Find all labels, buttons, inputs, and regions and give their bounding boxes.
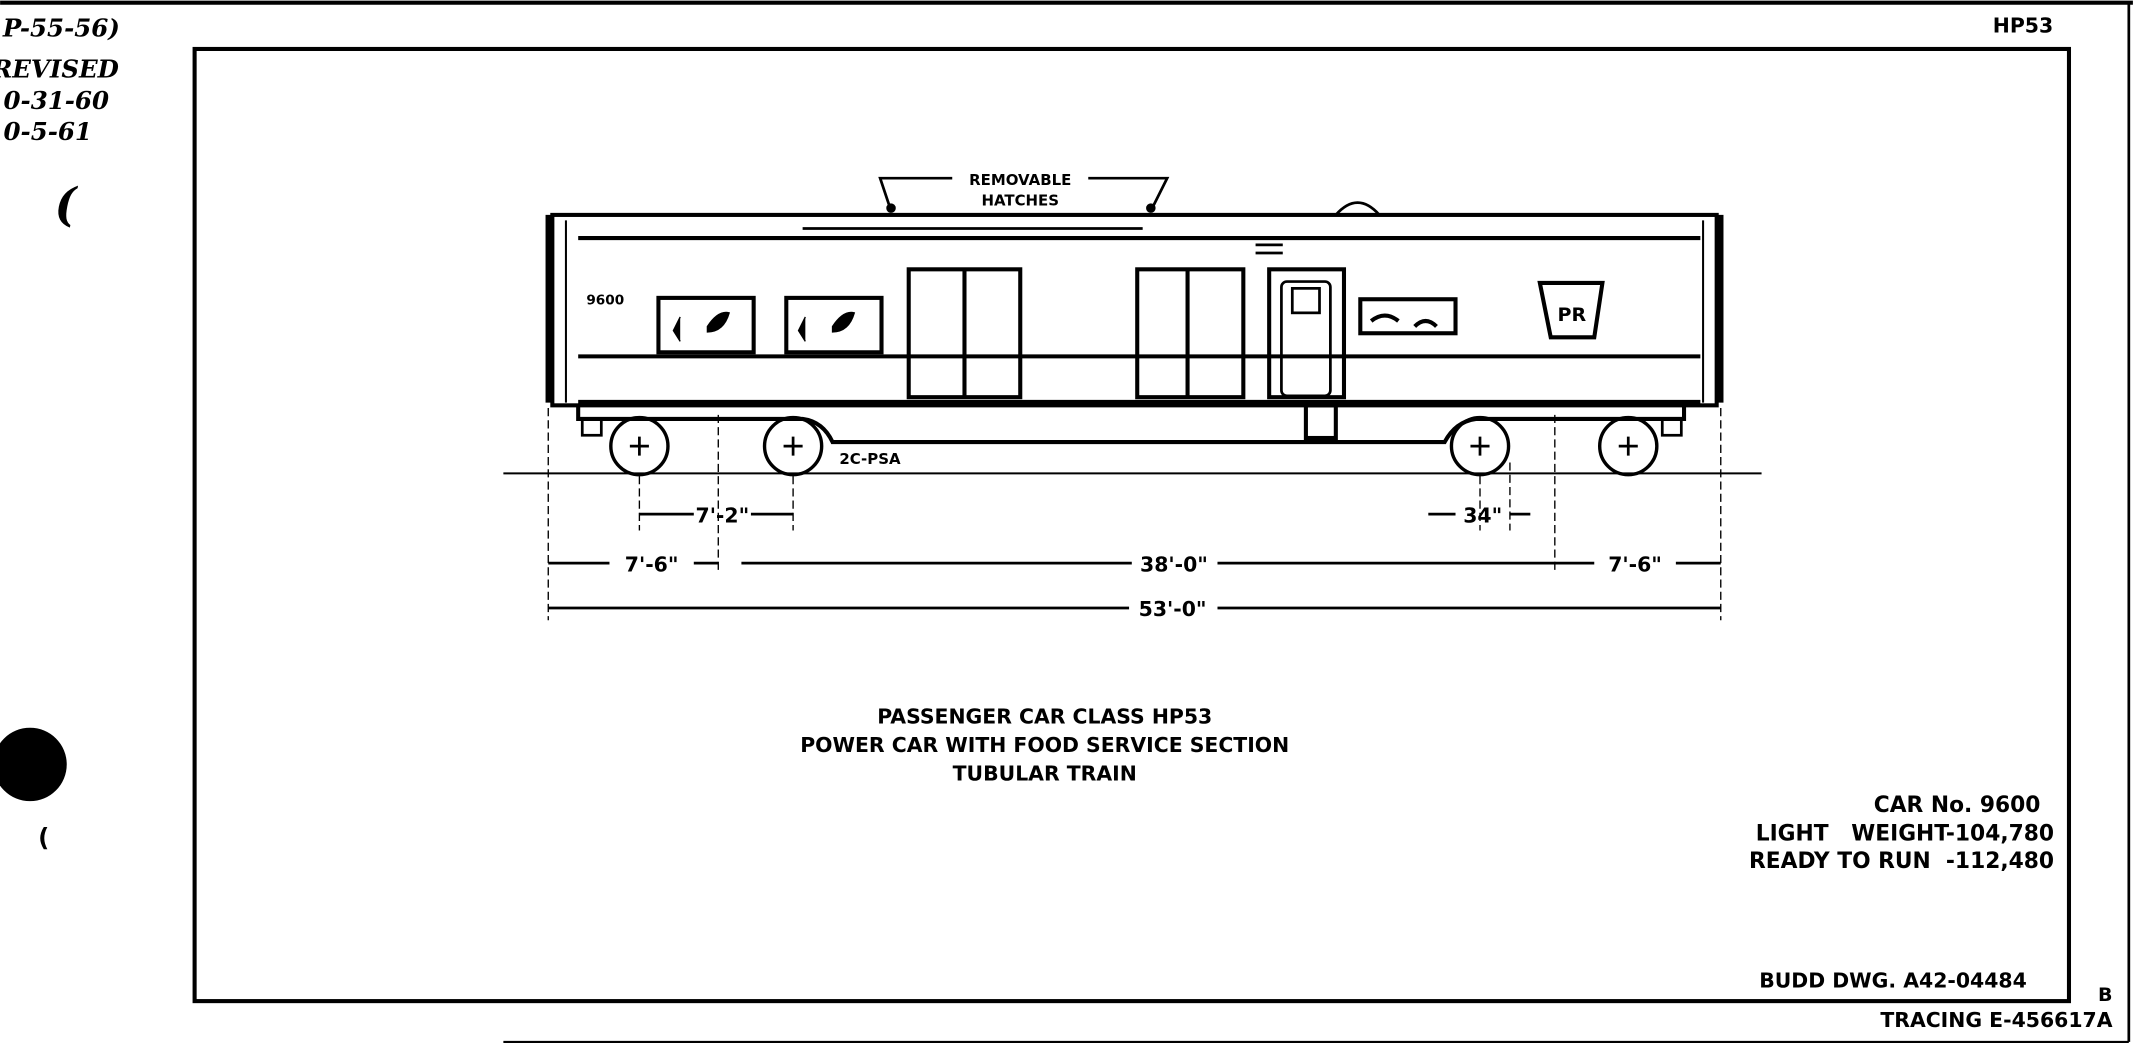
handwritten-note: 10-5-61 — [0, 117, 92, 146]
truck-label: 2C-PSA — [839, 450, 901, 468]
ready-to-run-weight: READY TO RUN -112,480 — [1749, 849, 2054, 874]
handwritten-note: 10-31-60 — [0, 86, 109, 115]
dim-truck-centers: 38'-0" — [1140, 552, 1208, 576]
dim-overhang-right: 7'-6" — [1608, 552, 1662, 576]
margin-mark: ( — [38, 823, 49, 852]
window — [656, 295, 756, 355]
dim-wheel-diameter: 34" — [1463, 503, 1502, 527]
wheel — [1449, 415, 1511, 477]
underframe — [576, 405, 1687, 445]
hatch-leader — [1088, 176, 1170, 212]
title-line-2: POWER CAR WITH FOOD SERVICE SECTION — [800, 733, 1289, 757]
hatch-label: REMOVABLE — [969, 171, 1071, 189]
hatch-label: HATCHES — [981, 191, 1059, 209]
drawing-frame — [192, 46, 2072, 1004]
wheel — [609, 415, 670, 477]
handwritten-note: P-55-56) — [2, 14, 120, 43]
wheel — [1598, 415, 1659, 477]
prr-keystone-logo — [1537, 280, 1605, 340]
svg-text:PR: PR — [1558, 304, 1587, 326]
class-code: HP53 — [1993, 14, 2053, 38]
dim-overall-length: 53'-0" — [1139, 597, 1207, 621]
light-weight: LIGHT WEIGHT-104,780 — [1756, 822, 2054, 847]
handwritten-note: REVISED — [0, 55, 120, 84]
car-number-marking: 9600 — [586, 293, 624, 309]
door — [1135, 267, 1246, 400]
title-line-1: PASSENGER CAR CLASS HP53 — [877, 705, 1212, 729]
tracing-number: TRACING E-456617A — [1880, 1008, 2112, 1032]
dim-overhang-left: 7'-6" — [625, 552, 679, 576]
window — [784, 295, 884, 355]
window — [1358, 297, 1458, 336]
wheel — [762, 415, 824, 477]
dim-wheelbase: 7'-2" — [696, 503, 750, 527]
budd-drawing-number: BUDD DWG. A42-04484 — [1759, 969, 2027, 993]
revision-letter: B — [2098, 984, 2113, 1006]
car-number: CAR No. 9600 — [1874, 793, 2041, 818]
margin-mark: ( — [55, 177, 79, 231]
punch-hole — [0, 727, 67, 802]
hatch-leader — [878, 176, 953, 212]
car-elevation: PR — [503, 176, 1762, 621]
title-line-3: TUBULAR TRAIN — [953, 762, 1137, 786]
